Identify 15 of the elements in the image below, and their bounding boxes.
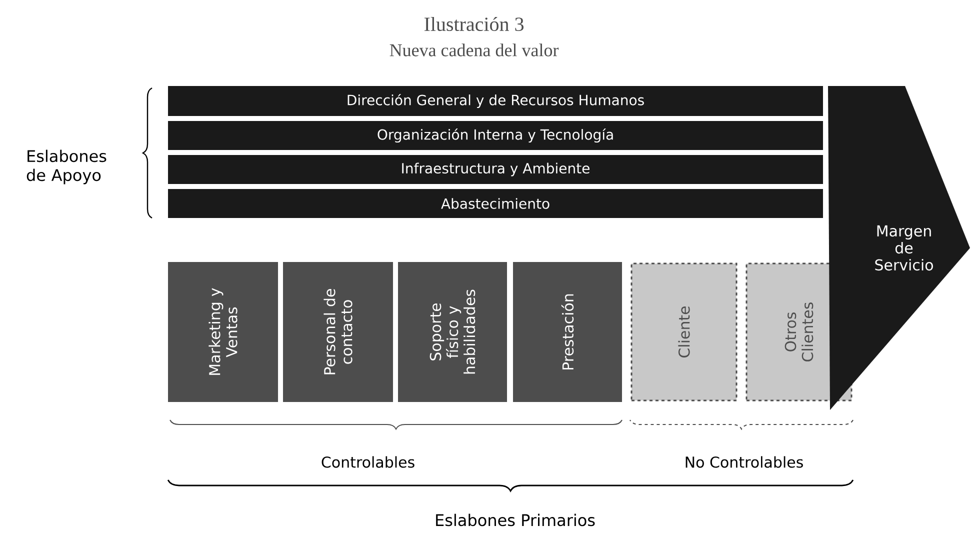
bracket-label: Eslabones de Apoyo bbox=[26, 150, 106, 184]
support-bar: Organización Interna y Tecnología bbox=[168, 121, 823, 150]
primary-activity-box: Prestación bbox=[513, 262, 622, 402]
support-bar: Infraestructura y Ambiente bbox=[168, 155, 823, 184]
title: Ilustración 3 bbox=[424, 16, 524, 32]
client-box: Cliente bbox=[630, 262, 738, 402]
primary-activity-box: Marketing y Ventas bbox=[168, 262, 278, 402]
bracket-label: No Controlables bbox=[686, 456, 803, 468]
bracket-label: Controlables bbox=[322, 456, 414, 468]
primary-activity-box: Soporte físico y habilidades bbox=[398, 262, 507, 402]
support-bar: Abastecimiento bbox=[168, 189, 823, 218]
primary-activity-box: Personal de contacto bbox=[283, 262, 393, 402]
support-bar: Dirección General y de Recursos Humanos bbox=[168, 86, 823, 116]
bracket-label: Eslabones Primarios bbox=[436, 514, 595, 526]
subtitle: Nueva cadena del valor bbox=[390, 44, 559, 56]
